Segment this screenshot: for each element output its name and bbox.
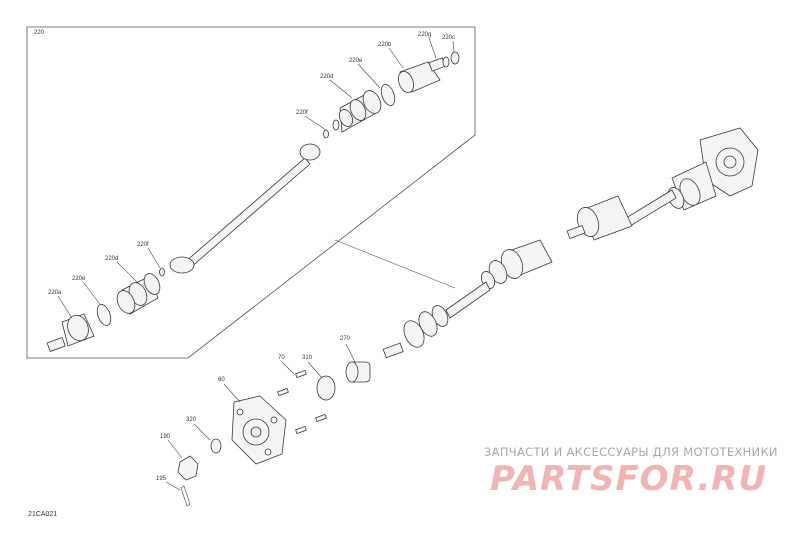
label-220a: 220a: [48, 290, 62, 296]
castle-nut-190: [177, 455, 199, 481]
ring-220g: [442, 56, 450, 68]
exploded-view-frame: [26, 26, 476, 359]
assembled-drive-shaft: [382, 127, 759, 359]
circlip-310: [316, 375, 336, 401]
ring-220f-top: [323, 129, 329, 139]
label-220c: 220c: [442, 35, 455, 41]
wheel-hub-60: [231, 395, 287, 465]
bearing-270: [345, 361, 371, 383]
label-220e-bot: 220e: [72, 276, 86, 282]
label-310: 310: [302, 355, 313, 361]
ring-220f-bot: [159, 267, 165, 277]
circlip-220c: [450, 51, 460, 65]
group-label: 220: [34, 30, 45, 36]
label-220d-bot: 220d: [105, 256, 118, 262]
clamp-220b: [380, 84, 396, 106]
washer-320: [210, 438, 222, 454]
outer-cv-cup-220g: [398, 57, 446, 94]
label-320: 320: [186, 417, 197, 423]
watermark-subtitle: ЗАПЧАСТИ И АКСЕССУАРЫ ДЛЯ МОТОТЕХНИКИ: [484, 445, 778, 459]
label-195: 195: [156, 476, 167, 482]
inner-cv-cup-220a: [46, 313, 95, 352]
label-220b: 220b: [378, 42, 392, 48]
frame-leader-line: [334, 239, 456, 289]
label-70: 70: [278, 355, 285, 361]
label-220f-bot: 220f: [137, 242, 149, 248]
small-clamp-220d-top: [332, 119, 340, 131]
diagram-code: 21CA021: [28, 511, 57, 518]
label-60: 60: [218, 377, 225, 383]
label-270: 270: [340, 336, 351, 342]
watermark-brand: PARTSFOR.RU: [490, 459, 767, 499]
clamp-220e-bot: [96, 304, 112, 326]
label-220d-top: 220d: [320, 74, 333, 80]
cv-boot-220d-bot: [116, 273, 161, 315]
label-220e-top: 220e: [349, 58, 363, 64]
label-220f-top: 220f: [296, 110, 308, 116]
label-leaders: [57, 37, 455, 319]
bolts-70: [277, 369, 327, 435]
cv-boot-220e-top: [338, 90, 382, 133]
cotter-pin-195: [180, 485, 191, 507]
label-190: 190: [160, 434, 171, 440]
drive-shaft-bar: [169, 143, 321, 274]
label-220g: 220g: [418, 32, 431, 38]
